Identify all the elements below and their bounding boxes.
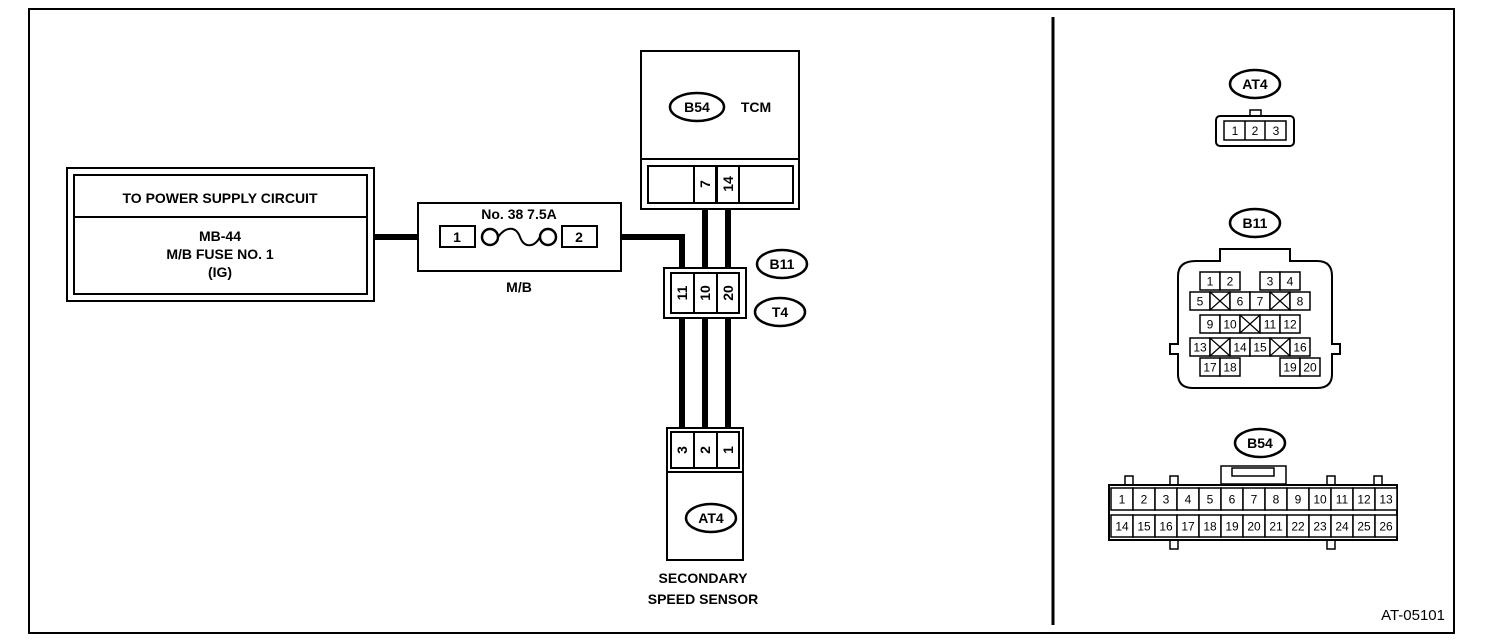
at4-view-pin-2: 2 <box>1252 124 1259 138</box>
b54-pin-12: 12 <box>1357 493 1371 507</box>
b54-pin-22: 22 <box>1291 520 1305 534</box>
fuse-label: No. 38 7.5A <box>481 206 556 222</box>
fuse-box: No. 38 7.5A 1 2 M/B <box>417 202 622 295</box>
fuse-pin-right-box <box>561 225 598 248</box>
b54-pin-2: 2 <box>1141 493 1148 507</box>
fuse-element-icon <box>497 227 541 247</box>
fuse-pin-right: 2 <box>575 229 583 245</box>
b54-pin-14: 14 <box>1115 520 1129 534</box>
b54-pin-8: 8 <box>1273 493 1280 507</box>
b11-pin-16: 16 <box>1293 341 1307 355</box>
b11-pin-1: 1 <box>1207 275 1214 289</box>
at4-view-pin-3: 3 <box>1273 124 1280 138</box>
joint-pin-10: 10 <box>697 285 713 301</box>
b54-pin-26: 26 <box>1379 520 1393 534</box>
figure-id: AT-05101 <box>1381 607 1445 624</box>
joint-upper-label: B11 <box>770 256 795 272</box>
tcm-pin-14: 14 <box>720 176 736 192</box>
sensor-caption-1: SECONDARY <box>659 570 749 586</box>
sensor-pin-1: 1 <box>720 446 736 454</box>
fuse-pin-left: 1 <box>453 229 461 245</box>
b54-pin-13: 13 <box>1379 493 1393 507</box>
b11-pin-15: 15 <box>1253 341 1267 355</box>
sensor-pin-3: 3 <box>674 446 690 454</box>
b11-pin-4: 4 <box>1287 275 1294 289</box>
tcm-connector-badge <box>668 91 726 123</box>
at4-view-pin-1: 1 <box>1232 124 1239 138</box>
fuse-pin-left-box <box>439 225 476 248</box>
fuse-terminal-right <box>538 227 558 247</box>
b11-pin-10: 10 <box>1223 318 1237 332</box>
b11-pin-12: 12 <box>1283 318 1297 332</box>
power-supply-box: TO POWER SUPPLY CIRCUIT MB-44 M/B FUSE N… <box>66 167 375 302</box>
b54-pin-11: 11 <box>1336 493 1349 507</box>
b11-pin-11: 11 <box>1264 318 1277 332</box>
b11-pin-6: 6 <box>1237 295 1244 309</box>
at4-view-label: AT4 <box>1242 76 1268 92</box>
b54-pin-5: 5 <box>1207 493 1214 507</box>
b54-pin-9: 9 <box>1295 493 1302 507</box>
b11-pin-13: 13 <box>1193 341 1207 355</box>
b54-pin-3: 3 <box>1163 493 1170 507</box>
joint-upper-badge <box>755 248 809 280</box>
b11-pin-14: 14 <box>1233 341 1247 355</box>
power-box-title: TO POWER SUPPLY CIRCUIT <box>123 190 318 206</box>
joint-pin-20: 20 <box>720 285 736 301</box>
sensor-pin-2: 2 <box>697 446 713 454</box>
joint-lower-label: T4 <box>772 304 789 320</box>
b54-pin-7: 7 <box>1251 493 1258 507</box>
joint-connector: 11 10 20 B11 T4 <box>663 248 809 328</box>
b54-pin-18: 18 <box>1203 520 1217 534</box>
b54-pin-16: 16 <box>1159 520 1173 534</box>
b11-pin-3: 3 <box>1267 275 1274 289</box>
diagram-frame <box>28 8 1455 634</box>
joint-pin-11: 11 <box>674 285 690 300</box>
tcm-connector-label: B54 <box>684 99 710 115</box>
b11-pin-20: 20 <box>1303 361 1317 375</box>
b11-pin-17: 17 <box>1203 361 1217 375</box>
b11-pin-7: 7 <box>1257 295 1264 309</box>
speed-sensor: 3 2 1 AT4 SECONDARY SPEED SENSOR <box>648 427 758 607</box>
wiring <box>374 205 731 432</box>
b54-pin-4: 4 <box>1185 493 1192 507</box>
b11-view-label: B11 <box>1243 215 1268 231</box>
b54-pin-23: 23 <box>1313 520 1327 534</box>
power-box-line3: (IG) <box>208 264 232 280</box>
tcm-pin-7: 7 <box>697 180 713 188</box>
b54-view-label: B54 <box>1247 435 1273 451</box>
b54-pin-10: 10 <box>1313 493 1327 507</box>
sensor-connector-label: AT4 <box>698 510 724 526</box>
power-box-line1: MB-44 <box>199 228 241 244</box>
b54-pin-6: 6 <box>1229 493 1236 507</box>
b11-pin-19: 19 <box>1283 361 1297 375</box>
b54-pin-20: 20 <box>1247 520 1261 534</box>
b54-pin-21: 21 <box>1269 520 1283 534</box>
sensor-connector-badge <box>684 502 738 534</box>
b54-pin-15: 15 <box>1137 520 1151 534</box>
wire-fuse-to-joint <box>621 234 685 270</box>
fuse-caption: M/B <box>506 279 532 295</box>
b11-pin-8: 8 <box>1297 295 1304 309</box>
b54-pin-17: 17 <box>1181 520 1195 534</box>
b11-pin-18: 18 <box>1223 361 1237 375</box>
tcm-name: TCM <box>741 99 771 115</box>
b54-pin-25: 25 <box>1357 520 1371 534</box>
tcm-module: B54 TCM 7 14 <box>640 50 800 210</box>
sensor-caption-2: SPEED SENSOR <box>648 591 758 607</box>
b11-pin-2: 2 <box>1227 275 1234 289</box>
joint-lower-badge <box>753 296 807 328</box>
b11-pin-9: 9 <box>1207 318 1214 332</box>
b54-pin-1: 1 <box>1119 493 1126 507</box>
connector-view-at4: AT4 1 2 3 <box>1215 68 1295 147</box>
b54-pin-24: 24 <box>1335 520 1349 534</box>
fuse-terminal-left <box>480 227 500 247</box>
power-box-line2: M/B FUSE NO. 1 <box>166 246 274 262</box>
b54-pin-19: 19 <box>1225 520 1239 534</box>
b11-pin-5: 5 <box>1197 295 1204 309</box>
